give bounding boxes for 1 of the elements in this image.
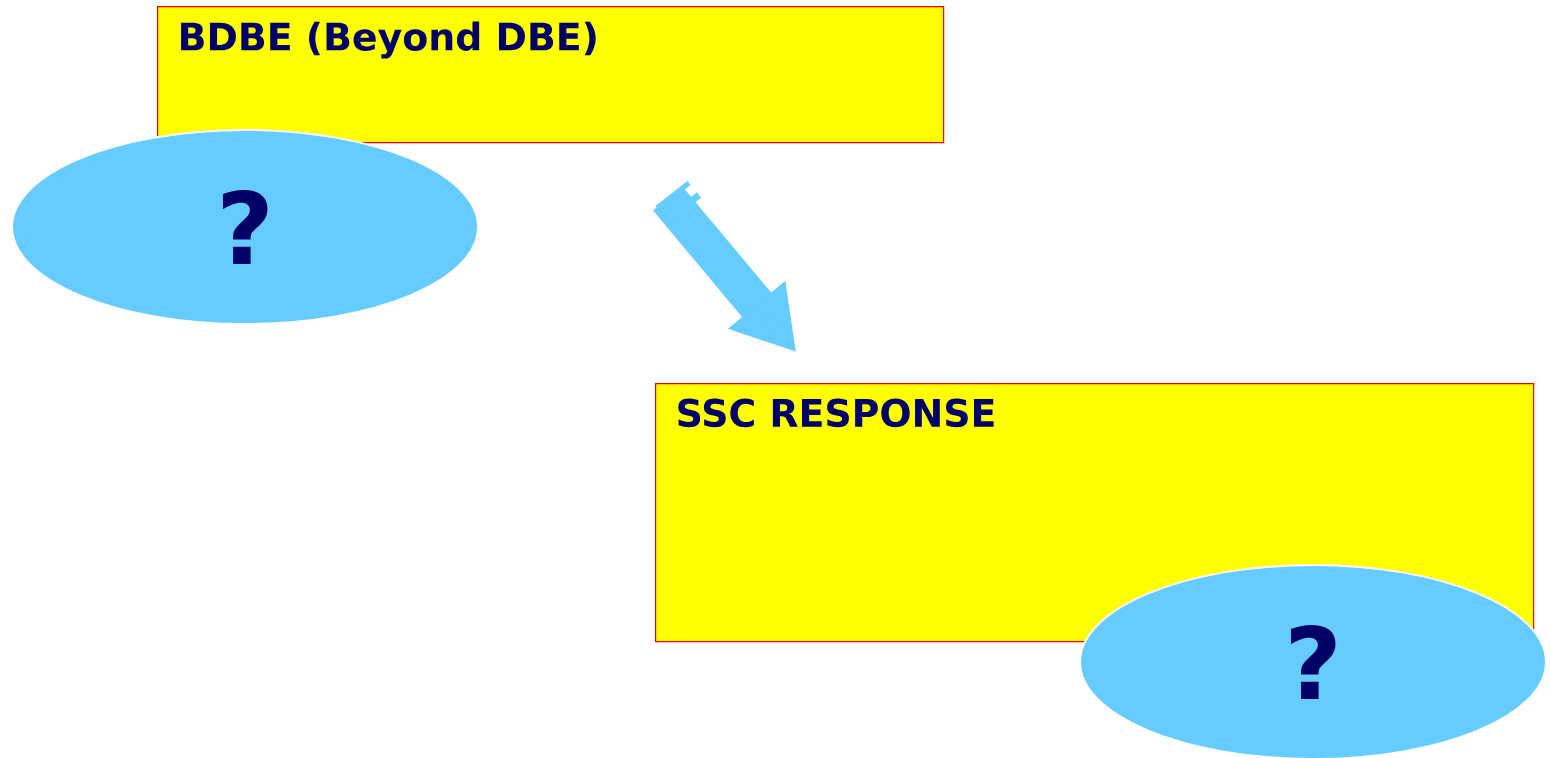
text-box: BDBE (Beyond DBE) xyxy=(157,6,945,144)
